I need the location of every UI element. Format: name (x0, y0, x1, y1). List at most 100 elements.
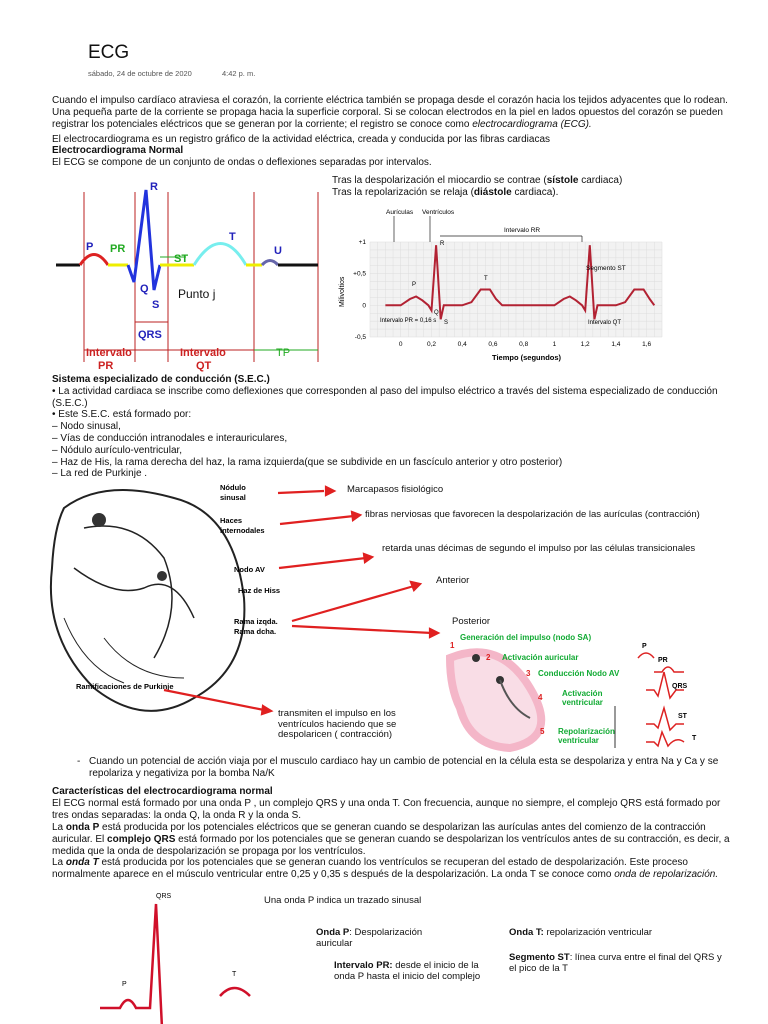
wave-label-p: P (642, 643, 647, 650)
label-haz-his: Haz de Hiss (238, 586, 280, 595)
segmento-st-def: Segmento ST: línea curva entre el final … (509, 952, 729, 975)
x-tick-label: 0,2 (427, 341, 436, 348)
ecg-schematic-figure: P PR R Q S ST T U Punto j QRS Intervalo … (56, 181, 319, 372)
wave-label-pr: PR (658, 657, 668, 664)
onda-p-def: Onda P: Despolarización auricular (316, 927, 456, 949)
post-time: 4:42 p. m. (221, 69, 256, 78)
desc-posterior: Posterior (452, 616, 491, 627)
chart-xlabel: Tiempo (segundos) (492, 353, 562, 362)
caract-p2-a: La (52, 822, 66, 833)
diastole-text-a: Tras la repolarización se relaja ( (332, 186, 474, 198)
label-nodulo-2: sinusal (220, 493, 246, 502)
page-title: ECG (88, 42, 130, 63)
onda-t-text: repolarización ventricular (543, 927, 653, 938)
desc-transmiten: transmiten el impulso en los ventrículos… (278, 708, 397, 740)
label-haces-1: Haces (220, 516, 242, 525)
heart-outline (49, 489, 246, 712)
segmento-st-label: Segmento ST (509, 952, 570, 963)
onda-t-label: Onda T: (509, 927, 544, 938)
intro-paragraph: Cuando el impulso cardíaco atraviesa el … (52, 95, 732, 130)
caract-heading: Características del electrocardiograma n… (52, 786, 273, 797)
label-pr: PR (110, 243, 125, 255)
label-q: Q (140, 283, 149, 295)
label-qrs: QRS (138, 329, 162, 341)
caract-p3: La onda T está producida por los potenci… (52, 857, 732, 881)
sec-section: Sistema especializado de conducción (S.E… (52, 374, 732, 480)
label-nodulo-1: Nódulo (220, 483, 246, 492)
bottom-label-p: P (122, 981, 127, 988)
sec-line-2: • Este S.E.C. está formado por: (52, 409, 192, 421)
annot-p: P (412, 282, 416, 288)
post-date: sábado, 24 de octubre de 2020 (88, 69, 192, 78)
x-tick-label: 1,2 (581, 341, 590, 348)
desc-retarda: retarda unas décimas de segundo el impul… (382, 543, 696, 554)
intro-definition: El electrocardiograma es un registro grá… (52, 134, 551, 145)
y-tick-label: +1 (359, 239, 367, 246)
systole-text-c: cardiaca) (578, 175, 623, 186)
label-haces-2: internodales (220, 526, 265, 535)
bullet-text: Cuando un potencial de acción viaja por … (89, 756, 719, 779)
label-purkinje: Ramificaciones de Purkinje (76, 682, 174, 691)
annot-ventriculos: Ventrículos (422, 209, 455, 216)
step-2-num: 2 (486, 653, 491, 662)
label-interval-pr-2: PR (98, 360, 113, 372)
sec-line-5: – Nódulo aurículo-ventricular, (52, 444, 183, 456)
step-1-text: Generación del impulso (nodo SA) (460, 633, 591, 642)
systole-word: sístole (546, 175, 579, 186)
caract-p3-c: está producida por los potenciales que s… (52, 857, 688, 880)
intro-composition: El ECG se compone de un conjunto de onda… (52, 157, 432, 168)
step-5-text-b: ventricular (558, 736, 599, 745)
step-5-num: 5 (540, 727, 545, 736)
label-p: P (86, 241, 93, 253)
chart-series-line (385, 245, 656, 320)
step-3-text: Conducción Nodo AV (538, 669, 620, 678)
bullet-dash: - (77, 756, 81, 767)
caract-p3-a: La (52, 857, 66, 868)
y-tick-label: -0,5 (355, 334, 367, 341)
step-1-num: 1 (450, 641, 455, 650)
bottom-ecg-figure: QRS P T (100, 893, 251, 1024)
label-interval-qt-1: Intervalo (180, 347, 226, 359)
annot-intervalo-qt: Intervalo QT (588, 320, 621, 326)
label-interval-qt-2: QT (196, 360, 212, 372)
sec-line-6: – Haz de His, la rama derecha del haz, l… (52, 456, 563, 468)
bullet-item: - Cuando un potencial de acción viaja po… (77, 756, 737, 779)
onda-p-label: Onda P (316, 927, 350, 938)
label-u: U (274, 245, 282, 257)
onda-t-def: Onda T: repolarización ventricular (509, 927, 739, 938)
annot-s: S (444, 320, 448, 326)
bottom-label-t: T (232, 971, 237, 978)
intro-em: electrocardiograma (ECG). (472, 118, 592, 130)
annot-r: R (440, 241, 445, 247)
label-punto-j: Punto j (178, 287, 215, 301)
label-rama-izq: Rama izqda. (234, 617, 278, 626)
annot-t: T (484, 276, 488, 282)
label-rama-dcha: Rama dcha. (234, 627, 276, 636)
caract-p1: El ECG normal está formado por una onda … (52, 798, 721, 821)
step-5-text-a: Repolarización (558, 727, 615, 736)
label-s: S (152, 299, 159, 311)
label-nodo-av: Nodo AV (234, 565, 265, 574)
caract-p2-d: complejo QRS (107, 833, 176, 845)
x-tick-label: 0,8 (519, 341, 528, 348)
sec-line-1: • La actividad cardiaca se inscribe como… (52, 385, 718, 409)
chart-y-ticks: +1+0,50-0,5 (353, 239, 366, 341)
annot-q: Q (434, 310, 439, 316)
label-t: T (229, 231, 236, 243)
sec-line-7: – La red de Purkinje . (52, 468, 148, 480)
label-tp: TP (276, 347, 290, 359)
wave-label-st: ST (678, 713, 688, 720)
sec-line-3: – Nodo sinusal, (52, 421, 121, 433)
x-tick-label: 1,6 (642, 341, 651, 348)
x-tick-label: 0,6 (488, 341, 497, 348)
intervalo-pr-label: Intervalo PR: (334, 960, 393, 971)
caract-p3-b: onda T (65, 857, 99, 868)
onda-p-text: : Despolarización auricular (316, 927, 423, 949)
x-tick-label: 1,4 (611, 341, 620, 348)
annot-auriculas: Aurículas (386, 209, 414, 216)
systole-diastole-text: Tras la despolarización el miocardio se … (332, 175, 622, 199)
x-tick-label: 0,4 (458, 341, 467, 348)
systole-text-a: Tras la despolarización el miocardio se … (332, 175, 547, 186)
label-interval-pr-1: Intervalo (86, 347, 132, 359)
